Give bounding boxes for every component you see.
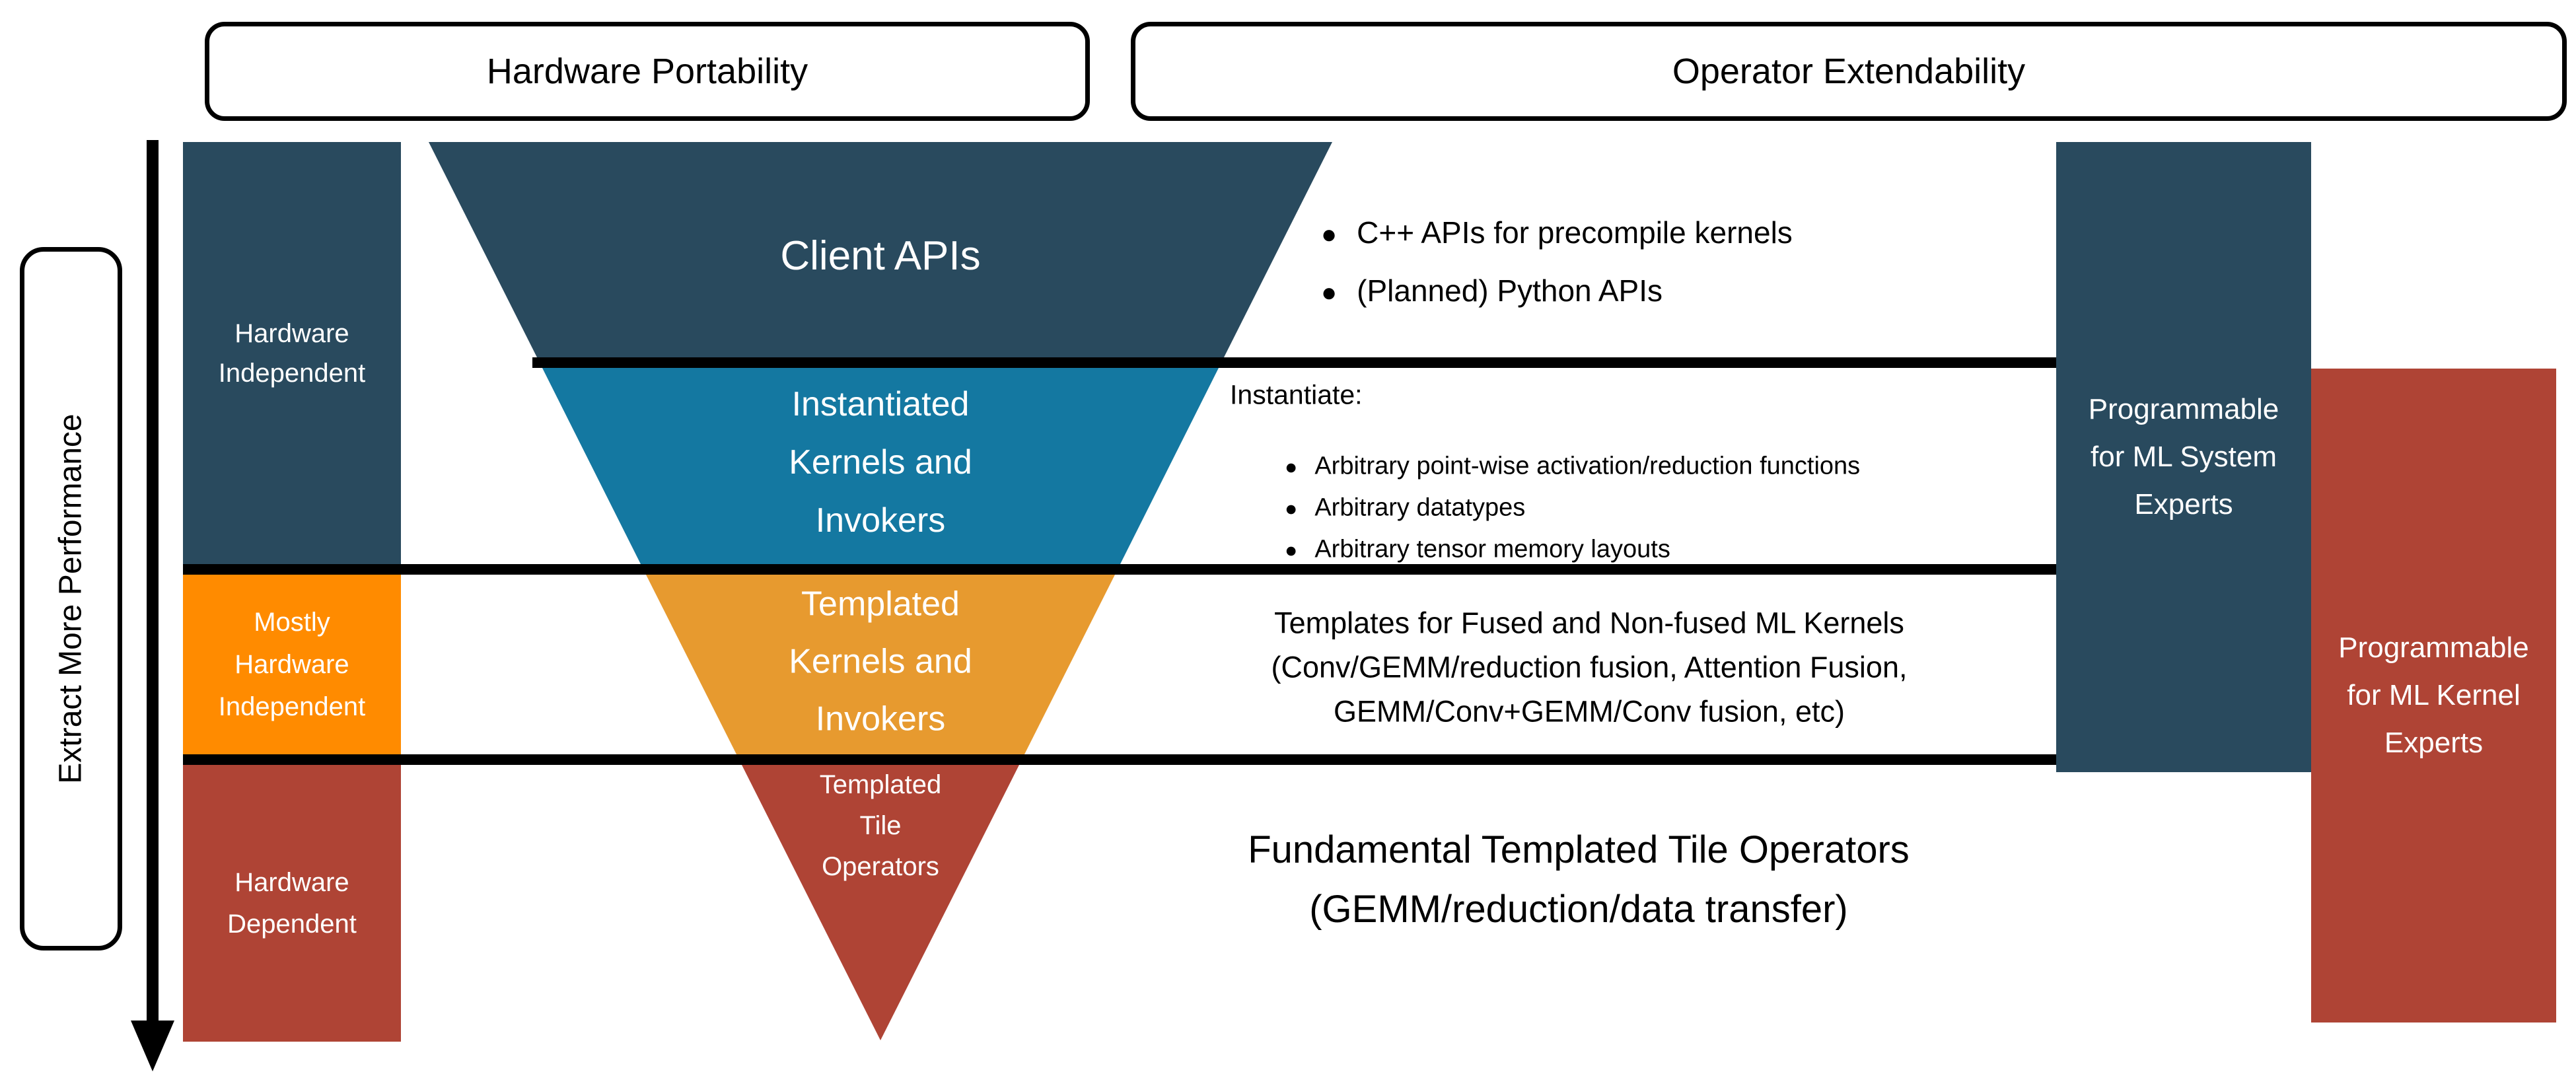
programmable-ml-kernel-label: Programmable for ML Kernel Experts [2338,631,2529,759]
bullet-icon: ● [1285,496,1298,520]
separator-line-1 [532,357,2056,368]
bullet-icon: ● [1285,454,1298,479]
hardware-portability-label: Hardware Portability [486,52,808,91]
mostly-hardware-independent-label: Mostly Hardware Independent [218,608,366,721]
instantiate-bullet-3-text: Arbitrary tensor memory layouts [1314,535,1670,563]
funnel-level-instantiated-shape [542,368,1219,564]
hardware-dependent-box: Hardware Dependent [183,765,401,1042]
funnel-level-tile-operators-shape [742,765,1019,1040]
hardware-independent-label: Hardware Independent [218,318,366,388]
performance-arrow-head [131,1021,174,1071]
instantiate-bullet-1: ● Arbitrary point-wise activation/reduct… [1285,452,1860,481]
templates-description: Templates for Fused and Non-fused ML Ker… [1271,606,1908,729]
operator-extendability-label: Operator Extendability [1672,52,2026,91]
hardware-independent-box: Hardware Independent [183,142,401,564]
extract-more-performance-box: Extract More Performance [20,247,122,950]
client-api-bullet-2: ● (Planned) Python APIs [1321,273,1663,308]
separator-line-3 [183,754,2056,765]
templated-kernels-label: Templated Kernels and Invokers [789,585,972,738]
hardware-dependent-label: Hardware Dependent [227,867,357,939]
programmable-ml-kernel-box: Programmable for ML Kernel Experts [2311,369,2556,1022]
client-api-bullet-2-text: (Planned) Python APIs [1357,273,1663,308]
client-apis-label: Client APIs [780,233,981,279]
instantiated-kernels-label: Instantiated Kernels and Invokers [789,385,972,540]
templated-tile-operators-label: Templated Tile Operators [819,770,942,881]
funnel-level-templated-kernels-shape [646,575,1115,754]
separator-line-2 [183,564,2056,575]
instantiate-header: Instantiate: [1230,379,1363,410]
operator-extendability-banner: Operator Extendability [1131,22,2567,121]
client-api-bullet-1-text: C++ APIs for precompile kernels [1357,215,1793,250]
instantiate-bullet-2: ● Arbitrary datatypes [1285,494,1525,522]
instantiate-bullet-1-text: Arbitrary point-wise activation/reductio… [1314,452,1861,480]
hardware-portability-banner: Hardware Portability [205,22,1090,121]
fundamental-description: Fundamental Templated Tile Operators (GE… [1248,828,1910,931]
bullet-icon: ● [1321,278,1338,307]
client-api-bullet-1: ● C++ APIs for precompile kernels [1321,215,1793,250]
funnel-level-client-apis-shape [429,142,1332,357]
instantiate-bullet-2-text: Arbitrary datatypes [1314,493,1526,522]
mostly-hardware-independent-box: Mostly Hardware Independent [183,575,401,754]
programmable-ml-system-label: Programmable for ML System Experts [2088,393,2279,520]
bullet-icon: ● [1321,220,1338,249]
programmable-ml-system-box: Programmable for ML System Experts [2056,142,2311,772]
instantiate-bullet-3: ● Arbitrary tensor memory layouts [1285,536,1670,564]
bullet-icon: ● [1285,538,1298,562]
